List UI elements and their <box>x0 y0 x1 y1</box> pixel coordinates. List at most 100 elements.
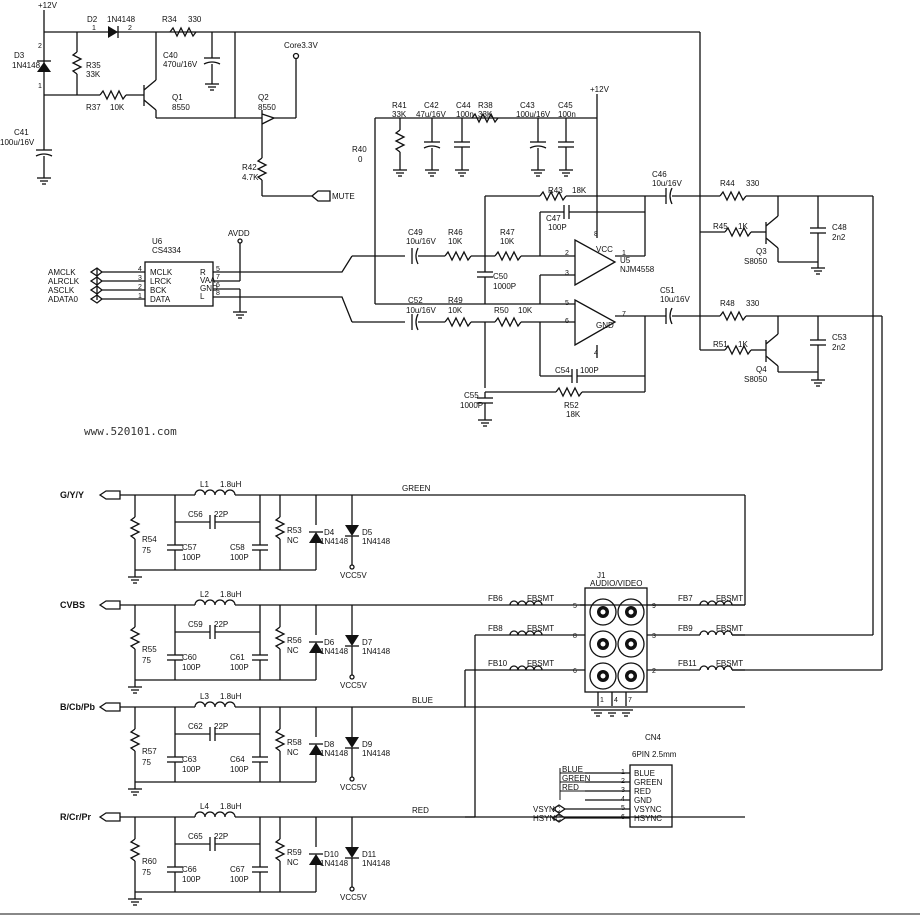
r52-val: 18K <box>566 410 581 419</box>
cn4-pin-gnd: GND <box>634 796 652 805</box>
u6-pin-num: 7 <box>216 274 220 281</box>
d2-val: 1N4148 <box>107 15 136 24</box>
r46-ref: R46 <box>448 228 463 237</box>
resistor-val: 75 <box>142 546 151 555</box>
r34-ref: R34 <box>162 15 177 24</box>
c53-val: 2n2 <box>832 343 846 352</box>
j1-pin-num: 4 <box>614 697 618 704</box>
q2-val: 8550 <box>258 103 276 112</box>
u6-pin-num: 1 <box>138 293 142 300</box>
u6-pin-bck: BCK <box>150 286 167 295</box>
cap-shunt-val: 100P <box>230 765 249 774</box>
inductor-val: 1.8uH <box>220 692 242 701</box>
cap-shunt-val: 100P <box>182 875 201 884</box>
r43-ref: R43 <box>548 186 563 195</box>
cap-shunt-ref: C57 <box>182 543 197 552</box>
core-label: Core3.3V <box>284 41 318 50</box>
c47-val: 100P <box>548 223 567 232</box>
diode-ref: D9 <box>362 740 373 749</box>
r44-ref: R44 <box>720 179 735 188</box>
cap-shunt-val: 100P <box>182 553 201 562</box>
ferrite-ref: FB6 <box>488 594 503 603</box>
ferrite-ref: FB9 <box>678 624 693 633</box>
c44-val: 100n <box>456 110 474 119</box>
cn4-port-label: HSYNC <box>533 814 561 823</box>
inductor <box>194 811 236 818</box>
signal-port <box>89 285 104 295</box>
video-input-label: CVBS <box>60 600 85 610</box>
c54-val: 100P <box>580 366 599 375</box>
inductor-ref: L3 <box>200 692 209 701</box>
u6-pin-r: R <box>200 268 206 277</box>
u6-pin-num: 6 <box>216 282 220 289</box>
c47-ref: C47 <box>546 214 561 223</box>
j1-pin-num: 8 <box>573 633 577 640</box>
c43-val: 100u/16V <box>516 110 551 119</box>
q2-ref: Q2 <box>258 93 269 102</box>
signal-alrclk: ALRCLK <box>48 277 80 286</box>
signal-adata0: ADATA0 <box>48 295 78 304</box>
u6-pin-num: 4 <box>138 266 142 273</box>
rca-jack <box>589 662 617 690</box>
cap-series-ref: C62 <box>188 722 203 731</box>
r38-val: 33K <box>478 110 493 119</box>
c46-val: 10u/16V <box>652 179 682 188</box>
u6-pin-num: 8 <box>216 290 220 297</box>
net-label: BLUE <box>412 696 433 705</box>
c46-ref: C46 <box>652 170 667 179</box>
diode-ref: D5 <box>362 528 373 537</box>
nc-resistor-val: NC <box>287 646 299 655</box>
rca-jack <box>589 630 617 658</box>
r52-ref: R52 <box>564 401 579 410</box>
r41-ref: R41 <box>392 101 407 110</box>
r44-val: 330 <box>746 179 760 188</box>
cn4-net-label: BLUE <box>562 765 583 774</box>
cn4-pin-vsync: VSYNC <box>634 805 662 814</box>
cap-series-ref: C59 <box>188 620 203 629</box>
r48-val: 330 <box>746 299 760 308</box>
u6-pin-mclk: MCLK <box>150 268 173 277</box>
rca-jack <box>617 662 645 690</box>
inductor <box>194 489 236 496</box>
c49-ref: C49 <box>408 228 423 237</box>
svg-text:2: 2 <box>128 25 132 32</box>
ferrite-ref: FB10 <box>488 659 508 668</box>
u6-pin-num: 2 <box>138 284 142 291</box>
cn4-port-label: VSYNC <box>533 805 561 814</box>
c48-ref: C48 <box>832 223 847 232</box>
op-supply-label: +12V <box>590 85 610 94</box>
inductor-val: 1.8uH <box>220 802 242 811</box>
j1-pin-num: 1 <box>600 697 604 704</box>
ferrite-val: FBSMT <box>716 594 743 603</box>
video-input-label: G/Y/Y <box>60 490 84 500</box>
c51-val: 10u/16V <box>660 295 690 304</box>
resistor-ref: R54 <box>142 535 157 544</box>
r47-ref: R47 <box>500 228 515 237</box>
cap-shunt-ref: C66 <box>182 865 197 874</box>
u6-pin-l: L <box>200 292 205 301</box>
u6-ref: U6 <box>152 237 163 246</box>
nc-resistor-ref: R59 <box>287 848 302 857</box>
r45-val: 1K <box>738 222 748 231</box>
u6-val: CS4334 <box>152 246 181 255</box>
r49-ref: R49 <box>448 296 463 305</box>
cap-series-val: 22P <box>214 722 228 731</box>
cn4-connector: CN4 6PIN 2.5mm BLUE1GREEN2RED3GND4VSYNC5… <box>533 733 677 828</box>
inductor <box>194 599 236 606</box>
diode-val: 1N4148 <box>362 537 391 546</box>
resistor-val: 75 <box>142 758 151 767</box>
ferrite-val: FBSMT <box>527 659 554 668</box>
u5-val: NJM4558 <box>620 265 655 274</box>
svg-text:1: 1 <box>38 83 42 90</box>
cap-shunt-ref: C67 <box>230 865 245 874</box>
r45-ref: R45 <box>713 222 728 231</box>
r37-val: 10K <box>110 103 125 112</box>
c50-val: 1000P <box>493 282 516 291</box>
c51-ref: C51 <box>660 286 675 295</box>
c55-val: 1000P <box>460 401 483 410</box>
c40-val: 470u/16V <box>163 60 198 69</box>
r40-val: 0 <box>358 155 363 164</box>
ferrite-val: FBSMT <box>527 624 554 633</box>
